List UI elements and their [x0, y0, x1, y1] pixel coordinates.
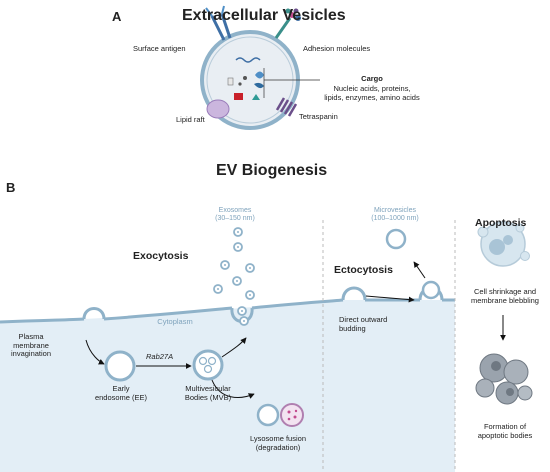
microvesicle — [385, 228, 407, 250]
mvb-label: Multivesicular Bodies (MVB) — [184, 384, 232, 402]
cytoplasm-region — [0, 300, 455, 472]
panel-b-title: EV Biogenesis — [216, 162, 328, 179]
surface-antigen-label: Surface antigen — [133, 44, 186, 53]
lysosome-label: Lysosome fusion (degradation) — [249, 434, 306, 452]
adhesion-molecules-label: Adhesion molecules — [303, 44, 371, 53]
microvesicles-label: Microvesicles (100–1000 nm) — [371, 207, 419, 223]
cargo-icons — [227, 57, 264, 100]
rab27a-label: Rab27A — [146, 352, 174, 361]
cytoplasm-label: Cytoplasm — [157, 317, 193, 326]
panel-b-letter: B — [6, 180, 16, 195]
panel-a-title: Extracellular Vesicles — [182, 7, 346, 24]
early-endosome-label: Early endosome (EE) — [94, 384, 148, 402]
early-endosome — [104, 350, 136, 382]
cargo-title: Cargo — [361, 74, 383, 83]
cargo-text: Nucleic acids, proteins, lipids, enzymes… — [324, 84, 420, 102]
multivesicular-body — [192, 349, 224, 381]
apoptotic-bodies-label: Formation of apoptotic bodies — [477, 422, 533, 440]
lipid-raft-label: Lipid raft — [176, 115, 205, 124]
tetraspanin-icon — [275, 97, 298, 117]
plasma-membrane-label: Plasma membrane invagination — [10, 332, 52, 359]
tetraspanin-label: Tetraspanin — [299, 112, 338, 121]
lipid-raft-icon — [206, 99, 230, 119]
lysosome-fusion — [256, 403, 304, 427]
cell-shrinkage-label: Cell shrinkage and membrane blebbling — [471, 287, 539, 305]
budding-microvesicle — [421, 280, 441, 300]
adhesion-molecule-icon — [274, 8, 301, 39]
surface-antigen-icon — [205, 5, 232, 41]
direct-budding-label: Direct outward budding — [339, 315, 388, 333]
exosomes-label: Exosomes (30–150 nm) — [215, 207, 255, 223]
apoptosis-heading: Apoptosis — [475, 217, 527, 229]
ectocytosis-heading: Ectocytosis — [334, 264, 393, 276]
apoptotic-cell — [477, 221, 530, 267]
exocytosis-heading: Exocytosis — [133, 250, 189, 262]
plasma-membrane — [0, 317, 85, 324]
apoptotic-bodies — [475, 353, 533, 405]
panel-a-letter: A — [112, 9, 122, 24]
exosome-dots — [217, 231, 251, 322]
